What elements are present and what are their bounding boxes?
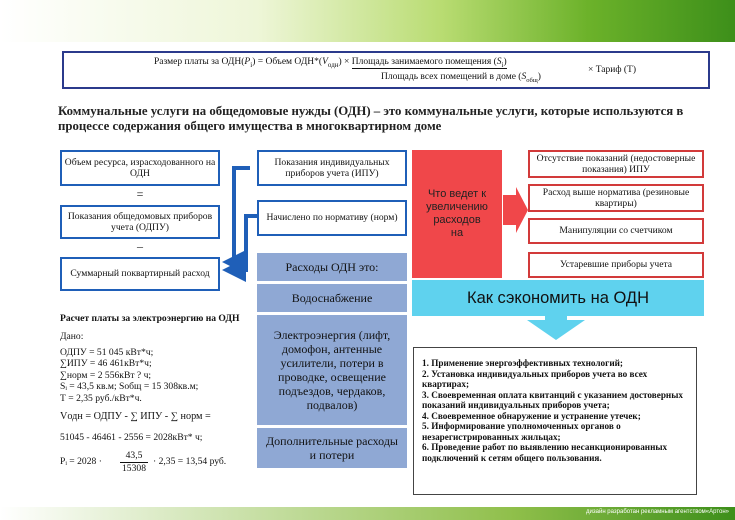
calc-pi-prefix: Pᵢ = 2028 · [60,456,102,467]
formula-numerator: Площадь занимаемого помещения (Si) [351,57,507,69]
norm-box: Начислено по нормативу (норм) [257,200,407,236]
formula-numer-end: ) [503,57,507,67]
formula-left: Размер платы за ОДН( [154,57,245,67]
equals-sign: = [136,187,144,201]
formula-box: Размер платы за ОДН(Pi) = Объем ОДН*(Vод… [62,51,710,89]
calc-pi-line: Pᵢ = 2028 · 43,5 15308 · 2,35 = 13,54 ру… [60,450,260,476]
footer-credit: дизайн разработан рекламным агентством«А… [586,509,729,515]
calc-line: Sᵢ = 43,5 кв.м; Sобщ = 15 308кв.м; [60,381,199,393]
ipu-box: Показания индивидуальных приборов учета … [257,150,407,186]
calc-given: Дано: ОДПУ = 51 045 кВт*ч; ∑ИПУ = 46 461… [60,331,255,444]
calc-line: ∑ИПУ = 46 461кВт*ч; [60,358,152,370]
arrow-cyan [527,306,585,340]
extra-costs-item: Дополнительные расходы и потери [257,428,407,468]
calc-pi-suffix: · 2,35 = 13,54 руб. [153,456,227,467]
formula-denominator: Площадь всех помещений в доме (Sобщ) [381,72,541,84]
formula-pi: P [244,57,251,67]
list-item: 4. Своевременное обнаружение и устранени… [422,410,641,421]
calc-line: ОДПУ = 51 045 кВт*ч; [60,346,154,358]
formula-numerator-text: Площадь занимаемого помещения ( [351,57,497,67]
formula-numer-s: S [496,57,502,67]
formula-denom-s: S [521,72,527,82]
calc-pi-numerator: 43,5 [120,450,148,463]
formula-v: V [322,57,328,67]
calc-given-label: Дано: [60,331,84,342]
reason-no-readings: Отсутствие показаний (недостоверные пока… [528,150,704,178]
water-supply-item: Водоснабжение [257,284,407,312]
calc-pi-denominator: 15308 [122,463,146,474]
apartment-total-box: Суммарный поквартирный расход [60,257,220,291]
arrow-red [503,187,528,233]
calc-result-line: 51045 - 46461 - 2556 = 2028кВт* ч; [60,432,203,444]
header-banner [0,0,735,42]
list-item: 3. Своевременная оплата квитанций с указ… [422,389,683,411]
formula-close: ) × [338,57,350,67]
minus-sign: – [137,239,143,253]
calc-line: ∑норм = 2 556кВт ? ч; [60,369,152,381]
page-heading: Коммунальные услуги на общедомовые нужды… [58,104,684,133]
formula-pi-sub: i [250,60,253,69]
increase-causes-box: Что ведет к увеличению расходов на [412,150,502,278]
arrow-norm [222,214,260,282]
footer-bar: дизайн разработан рекламным агентством«А… [0,507,735,520]
calc-vodn-line: Vодн = ОДПУ - ∑ ИПУ - ∑ норм = [60,410,211,422]
formula-middle: ) = Объем ОДН*( [252,57,323,67]
reason-over-norm: Расход выше норматива (резиновые квартир… [528,184,704,212]
formula-denom-end: ) [537,72,541,82]
formula-denominator-text: Площадь всех помещений в доме ( [381,72,522,82]
list-item: 2. Установка индивидуальных приборов уче… [422,368,648,390]
reason-meter-tampering: Манипуляции со счетчиком [528,218,704,244]
how-to-save-title: Как сэкономить на ОДН [412,280,704,316]
formula-line: Размер платы за ОДН(Pi) = Объем ОДН*(Vод… [154,57,507,69]
list-item: 5. Информирование уполномоченных органов… [422,421,621,442]
odpu-box: Показания общедомовых приборов учета (ОД… [60,205,220,239]
formula-numer-s-sub: i [501,60,504,69]
electricity-item: Электроэнергия (лифт, домофон, антенные … [257,315,407,425]
list-item: 1. Применение энергоэффективных технолог… [422,358,623,368]
resource-volume-box: Объем ресурса, израсходованного на ОДН [60,150,220,186]
formula-v-sub: одн [327,60,339,69]
calc-title: Расчет платы за электроэнергию на ОДН [60,313,240,324]
saving-tips-list: 1. Применение энергоэффективных технолог… [413,347,697,495]
list-item: 6. Проведение работ по выявлению несанкц… [422,442,668,463]
formula-denom-s-sub: общ [526,76,538,84]
formula-tariff: × Тариф (Т) [588,65,637,75]
odn-costs-title: Расходы ОДН это: [257,253,407,281]
calc-line: Т = 2,35 руб./кВт*ч. [60,392,142,404]
reason-old-meters: Устаревшие приборы учета [528,252,704,278]
